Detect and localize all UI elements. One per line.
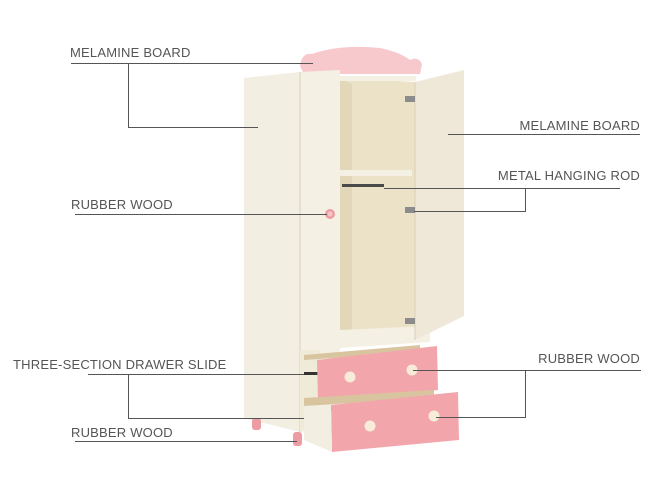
drawer-knob (428, 410, 440, 422)
drawer-slide-1 (304, 372, 318, 375)
leader-line (413, 370, 641, 371)
hinge (405, 207, 415, 213)
label-rubber-wood-drawer-knobs: RUBBER WOOD (538, 351, 640, 366)
hinge (405, 96, 415, 102)
label-melamine-board-top: MELAMINE BOARD (70, 45, 191, 60)
leg (293, 432, 302, 446)
wardrobe-crown (300, 46, 422, 74)
leader-line (88, 374, 304, 375)
wardrobe-left-door (300, 70, 340, 436)
leader-line (414, 211, 526, 212)
wardrobe-right-door (415, 70, 464, 340)
leader-line (128, 418, 304, 419)
leader-line (75, 214, 327, 215)
leader-line (525, 188, 526, 211)
hinge (405, 318, 415, 324)
wardrobe-interior (340, 78, 415, 338)
leader-line (128, 63, 129, 127)
leader-line (128, 127, 258, 128)
hanging-rod (342, 184, 384, 187)
leader-line (384, 188, 620, 189)
leader-line (128, 374, 129, 418)
wardrobe-shelf (340, 170, 412, 176)
leader-line (436, 417, 526, 418)
label-metal-hanging-rod: METAL HANGING ROD (497, 168, 640, 183)
leader-line (75, 441, 297, 442)
drawer-1-front (317, 346, 438, 402)
leg (252, 418, 261, 430)
drawer-knob (364, 420, 376, 432)
leader-line (71, 63, 313, 64)
drawer-2-front (331, 392, 459, 452)
leader-line (448, 134, 640, 135)
drawer-knob (344, 371, 356, 383)
label-three-section-drawer-slide: THREE-SECTION DRAWER SLIDE (13, 357, 227, 372)
label-rubber-wood-legs: RUBBER WOOD (71, 425, 173, 440)
label-rubber-wood-door-knob: RUBBER WOOD (71, 197, 173, 212)
drawer-knob (406, 364, 418, 376)
wardrobe-left-side (244, 72, 300, 432)
leader-line (525, 370, 526, 417)
label-melamine-board-right: MELAMINE BOARD (519, 118, 640, 133)
